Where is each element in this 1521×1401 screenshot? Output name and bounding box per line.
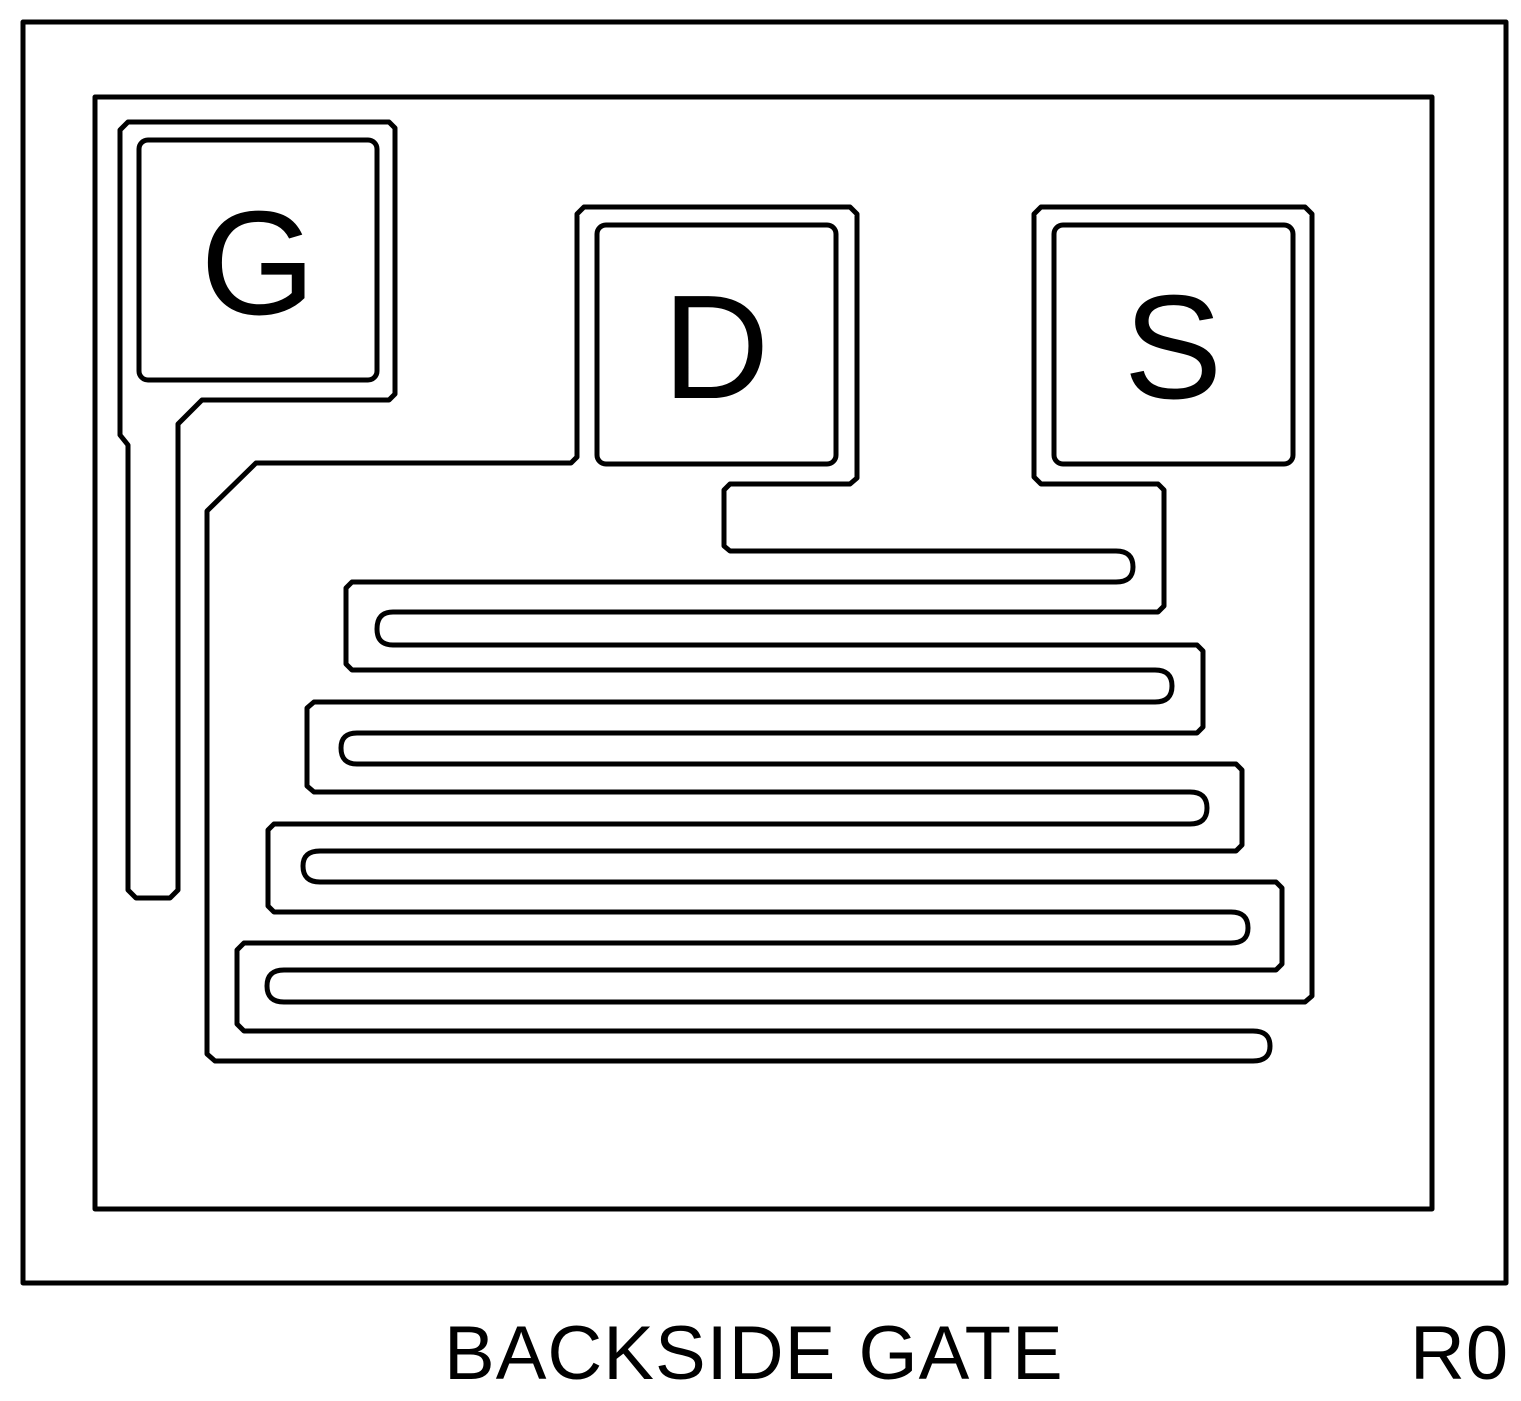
diagram-caption: BACKSIDE GATE <box>444 1311 1064 1396</box>
drain-pad-label: D <box>663 265 770 430</box>
gate-metal-outline <box>117 119 398 901</box>
source-bond-pad <box>1051 222 1296 467</box>
revision-label: R0 <box>1410 1311 1510 1396</box>
drain-metal-outline <box>204 204 1273 1064</box>
die-inner-border <box>92 94 1435 1212</box>
die-outer-border <box>20 19 1509 1286</box>
gate-pad-label: G <box>200 181 315 346</box>
gate-bond-pad <box>136 137 380 383</box>
drain-bond-pad <box>594 222 839 467</box>
source-pad-label: S <box>1124 265 1223 430</box>
source-metal-outline <box>264 204 1315 1005</box>
